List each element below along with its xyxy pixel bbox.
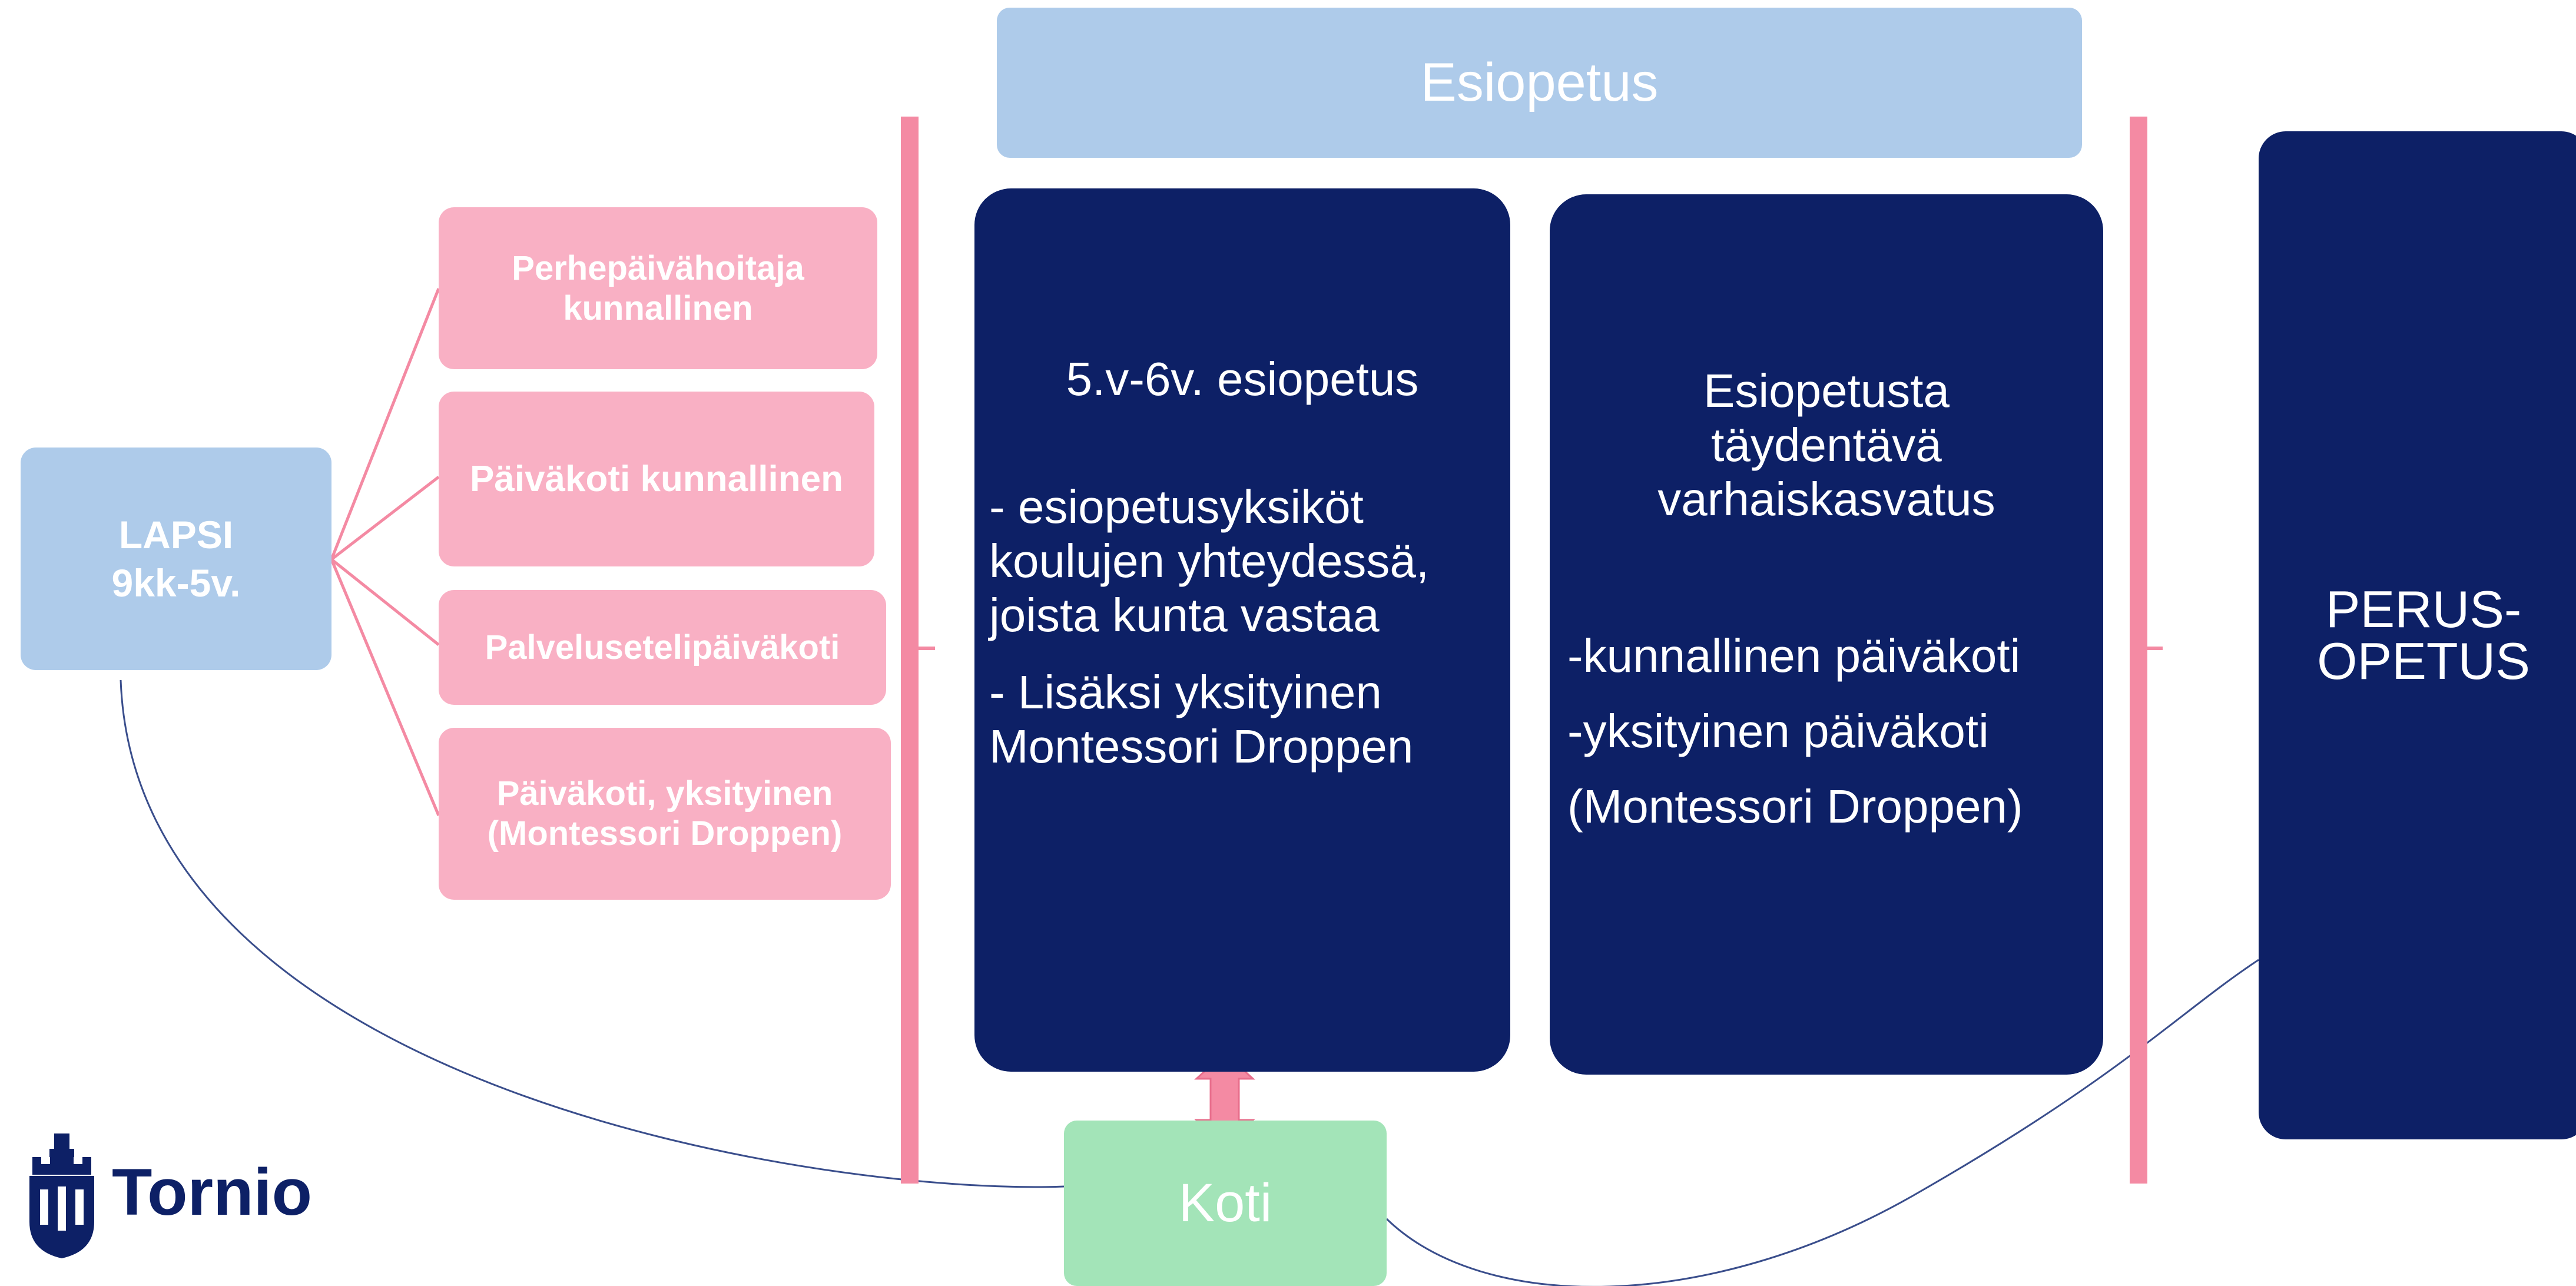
option-sublabel: kunnallinen [563, 289, 753, 327]
option-label: Päiväkoti, yksityinen [496, 774, 833, 813]
perusopetus-label-line1: PERUS- [2325, 580, 2522, 638]
left-divider-tick [919, 647, 935, 650]
lapsi-box: LAPSI 9kk-5v. [21, 448, 331, 670]
koti-perusopetus-curve [1385, 959, 2259, 1286]
esiopetus-header: Esiopetus [997, 8, 2082, 158]
esiopetus-header-label: Esiopetus [1420, 52, 1659, 112]
option-perhepaivahoitaja: Perhepäivähoitaja kunnallinen [439, 207, 877, 369]
fan-line-3 [330, 558, 440, 646]
koti-box: Koti [1064, 1121, 1387, 1286]
right-divider-tick [2147, 647, 2163, 650]
bullet-line: - Lisäksi yksityinen [989, 666, 1382, 718]
esiopetus-bullet-1: - esiopetusyksiköt koulujen yhteydessä, … [989, 480, 1429, 642]
title-line: varhaiskasvatus [1657, 473, 1995, 525]
esiopetus-box: 5.v-6v. esiopetus - esiopetusyksiköt kou… [974, 188, 1510, 1072]
varhaiskasvatus-title: Esiopetusta täydentävä varhaiskasvatus [1550, 364, 2103, 526]
esiopetus-bullet-2: - Lisäksi yksityinen Montessori Droppen [989, 665, 1413, 774]
bullet-line: - esiopetusyksiköt [989, 480, 1364, 533]
castle-crest-icon [29, 1133, 94, 1258]
option-label: Päiväkoti kunnallinen [470, 458, 843, 499]
option-paivakoti-yksityinen: Päiväkoti, yksityinen (Montessori Droppe… [439, 728, 891, 900]
logo-text: Tornio [112, 1155, 313, 1229]
esiopetus-title: 5.v-6v. esiopetus [1066, 353, 1419, 405]
lapsi-label: LAPSI [118, 513, 234, 556]
list-item: (Montessori Droppen) [1567, 780, 2023, 833]
fan-line-2 [330, 476, 440, 561]
option-label: Perhepäivähoitaja [512, 248, 804, 287]
option-palvelusetelipaivakoti: Palvelusetelipäiväkoti [439, 590, 886, 705]
lapsi-age-label: 9kk-5v. [111, 561, 241, 605]
option-sublabel: (Montessori Droppen) [487, 814, 843, 853]
fan-line-4 [330, 559, 440, 816]
option-label: Palvelusetelipäiväkoti [485, 628, 840, 667]
bullet-line: joista kunta vastaa [989, 589, 1380, 641]
title-line: Esiopetusta [1703, 364, 1950, 417]
list-item: -yksityinen päiväkoti [1567, 705, 1989, 757]
koti-label: Koti [1178, 1173, 1272, 1233]
left-divider-bar [901, 117, 919, 1184]
bullet-line: koulujen yhteydessä, [989, 535, 1430, 587]
lapsi-koti-curve [120, 680, 1065, 1188]
list-item: -kunnallinen päiväkoti [1567, 629, 2021, 682]
perusopetus-box: PERUS- OPETUS [2259, 131, 2576, 1139]
perusopetus-label-line2: OPETUS [2317, 632, 2530, 690]
lapsi-fan-lines [330, 288, 440, 816]
fan-line-1 [330, 288, 440, 560]
varhaiskasvatus-list: -kunnallinen päiväkoti -yksityinen päivä… [1567, 618, 2023, 844]
varhaiskasvatus-box: Esiopetusta täydentävä varhaiskasvatus -… [1550, 194, 2103, 1075]
option-paivakoti-kunnallinen: Päiväkoti kunnallinen [439, 392, 874, 566]
right-divider-bar [2130, 117, 2147, 1184]
title-line: täydentävä [1711, 419, 1942, 471]
bullet-line: Montessori Droppen [989, 720, 1414, 773]
